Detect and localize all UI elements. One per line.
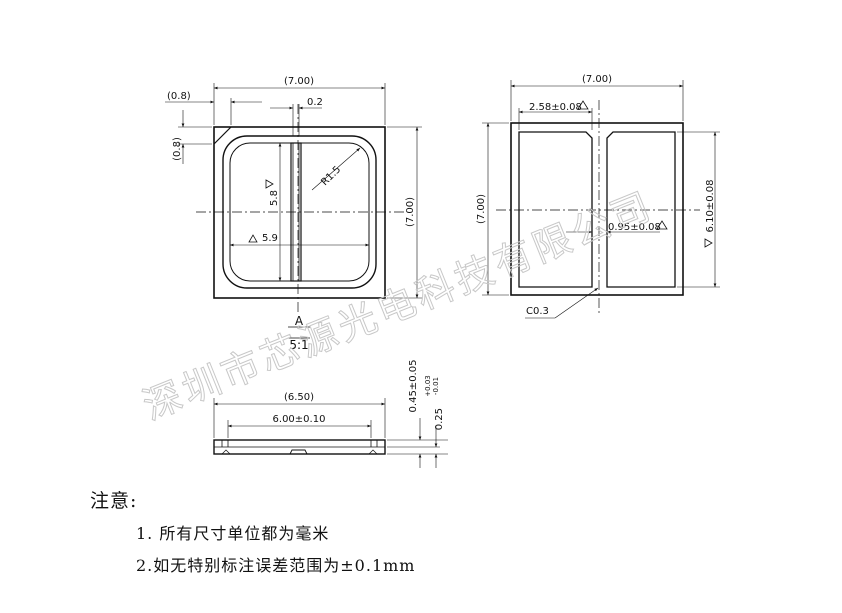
inner-width-dim: 5.9 — [262, 233, 278, 244]
pad-width-dim: 2.58±0.08 — [529, 102, 582, 113]
note-item: 2.如无特别标注误差范围为±0.1mm — [136, 556, 416, 575]
notes-title: 注意: — [90, 490, 138, 512]
side-outer-width-dim: (6.50) — [284, 392, 314, 403]
side-view — [213, 398, 448, 468]
scale-label: 5:1 — [289, 338, 308, 352]
radius-dim: R1.5 — [319, 164, 343, 188]
bottom-width-dim: (7.00) — [582, 74, 612, 85]
tolerance-triangle-icon — [704, 238, 713, 248]
bottom-view-outline — [510, 122, 684, 296]
thickness2-dim: 0.25 — [434, 408, 445, 430]
chamfer-dim: C0.3 — [526, 306, 549, 317]
corner-x-dim: (0.8) — [167, 91, 191, 102]
pad-height-dim: 6.10±0.08 — [705, 180, 716, 233]
pad-gap-dim: 0.95±0.08 — [608, 222, 661, 233]
note-item: 1. 所有尺寸单位都为毫米 — [136, 524, 330, 543]
tolerance-triangle-icon — [265, 179, 274, 189]
thickness2-lower-tol: -0.01 — [432, 377, 440, 395]
bottom-view — [482, 80, 720, 319]
gap-dim: 0.2 — [307, 97, 323, 108]
side-inner-width-dim: 6.00±0.10 — [273, 414, 326, 425]
tolerance-triangle-icon — [248, 234, 258, 243]
tolerance-triangle-icon — [577, 100, 589, 110]
top-view — [165, 83, 422, 339]
inner-height-dim: 5.8 — [269, 190, 280, 206]
thickness-dim: 0.45±0.05 — [408, 360, 419, 413]
top-height-dim: (7.00) — [405, 197, 416, 227]
thickness2-upper-tol: +0.03 — [424, 375, 432, 396]
corner-y-dim: (0.8) — [172, 137, 183, 161]
tolerance-triangle-icon — [656, 220, 668, 230]
bottom-height-dim: (7.00) — [476, 194, 487, 224]
company-watermark: 深圳市芯源光电科技有限公司 — [137, 183, 660, 428]
top-width-dim: (7.00) — [284, 76, 314, 87]
top-view-outline — [213, 126, 386, 299]
section-label: A — [295, 314, 304, 328]
